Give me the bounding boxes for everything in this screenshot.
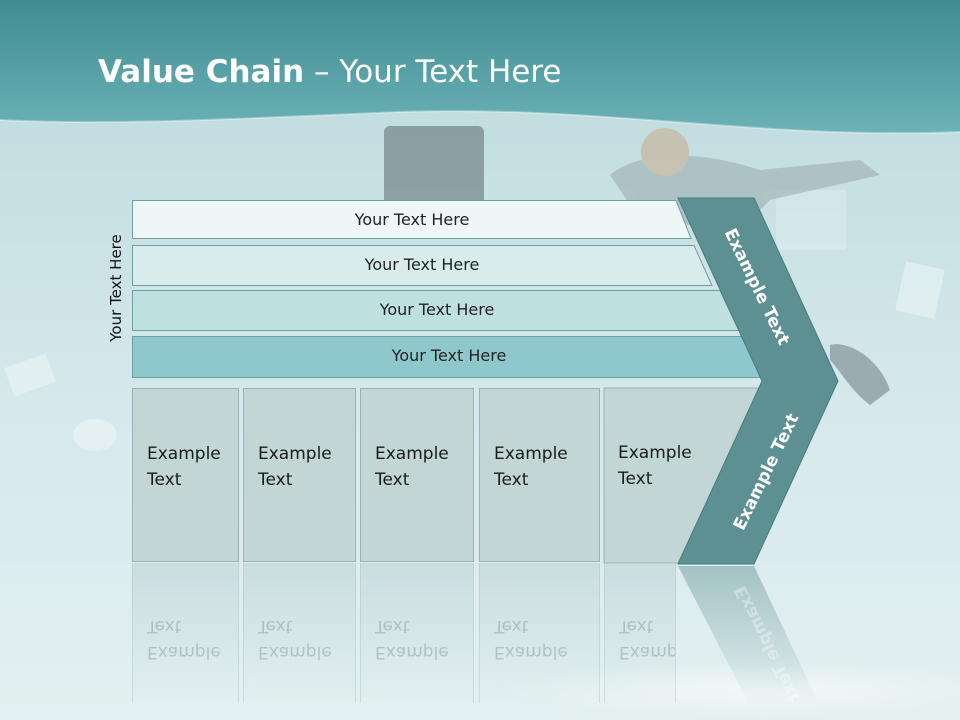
vertical-label: Your Text Here [107, 234, 125, 342]
box-5-line1: Example [618, 443, 692, 463]
box-4-reflection-line2: Text [494, 616, 529, 636]
box-5-line2: Text [618, 469, 653, 489]
box-4-reflection-line1: Example [494, 642, 568, 662]
box-3-reflection-line2: Text [375, 616, 410, 636]
title-rest: – Your Text Here [304, 54, 562, 90]
box-3-reflection-line1: Example [375, 642, 449, 662]
value-chevron [677, 197, 839, 565]
box-5-reflection-line1: Example [619, 642, 676, 662]
row-4: Your Text Here [132, 336, 766, 378]
box-4-line2: Text [494, 470, 529, 490]
box-4-line1: Example [494, 444, 568, 464]
box-3-reflection: Example Text [360, 563, 474, 703]
row-1: Your Text Here [132, 200, 692, 239]
box-2-reflection: Example Text [243, 563, 356, 703]
box-3-line2: Text [375, 470, 410, 490]
box-2-reflection-line1: Example [258, 642, 332, 662]
row-2: Your Text Here [132, 245, 713, 286]
box-1-line2: Text [147, 470, 182, 490]
floating-papers-decor [4, 190, 945, 451]
row-4-label: Your Text Here [391, 345, 507, 365]
box-5-reflection: Example Text [604, 563, 676, 703]
box-1-reflection-line1: Example [147, 642, 221, 662]
slide-title: Value Chain – Your Text Here [98, 54, 561, 90]
box-2-line2: Text [258, 470, 293, 490]
box-1-line1: Example [147, 444, 221, 464]
box-5-reflection-line2: Text [619, 616, 654, 636]
box-4-reflection: Example Text [479, 563, 600, 703]
box-2-line1: Example [258, 444, 332, 464]
box-3-line1: Example [375, 444, 449, 464]
box-2-reflection-line2: Text [258, 616, 293, 636]
box-1-reflection-line2: Text [147, 616, 182, 636]
row-3-label: Your Text Here [379, 299, 495, 319]
chevron-reflection [678, 566, 820, 706]
row-1-label: Your Text Here [354, 209, 470, 229]
box-1-reflection: Example Text [132, 563, 239, 703]
title-bold: Value Chain [98, 54, 305, 90]
row-3: Your Text Here [132, 290, 742, 331]
row-2-label: Your Text Here [364, 254, 480, 274]
